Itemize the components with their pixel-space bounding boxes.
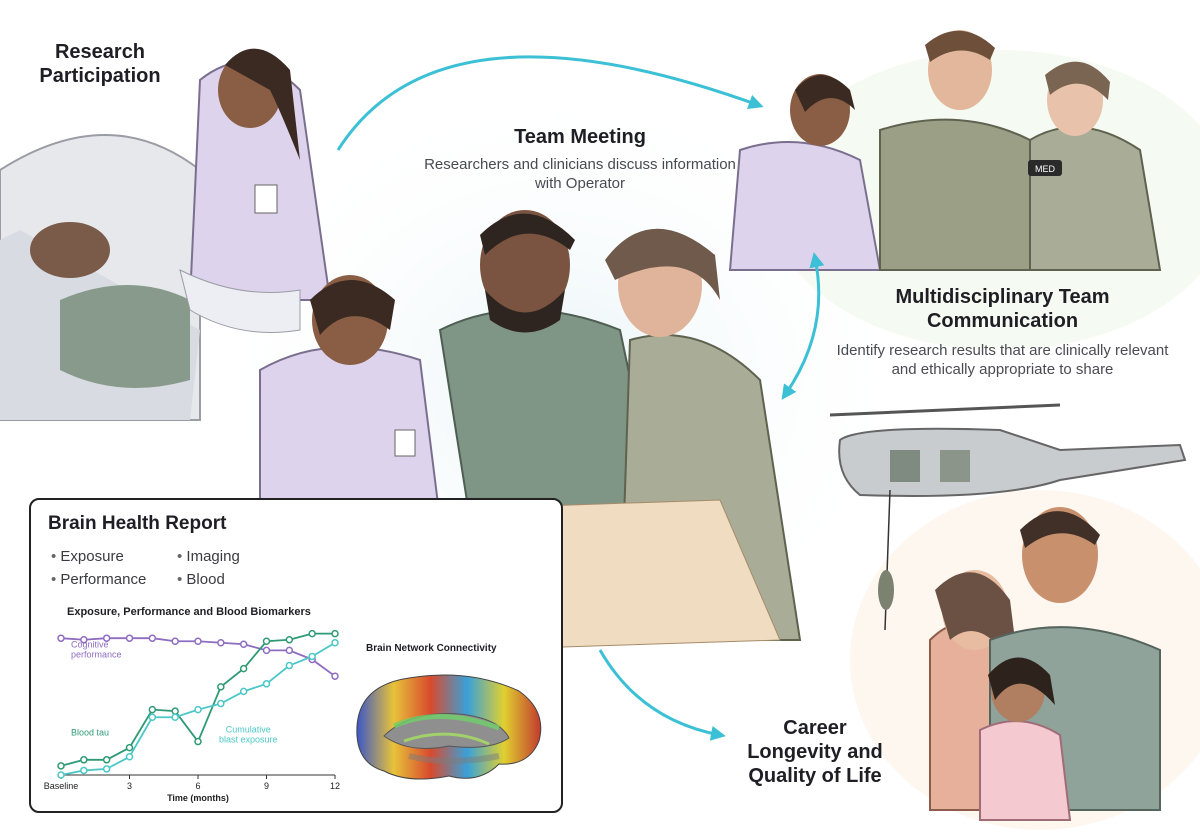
family-scene — [929, 507, 1161, 821]
data-point-blood-tau — [102, 756, 111, 764]
data-point-cumulative-blast-exposure — [239, 687, 248, 696]
career-longevity-title: Career Longevity and Quality of Life — [747, 717, 883, 787]
multidisciplinary-title: Multidisciplinary Team Communication — [895, 286, 1110, 332]
report-item: Blood — [177, 568, 240, 591]
report-item: Performance — [51, 568, 146, 591]
multidisciplinary-scene: MED — [728, 30, 1162, 271]
data-point-blood-tau — [239, 664, 248, 673]
data-point-cumulative-blast-exposure — [148, 713, 157, 721]
svg-text:MED: MED — [1035, 164, 1056, 174]
data-point-blood-tau — [171, 707, 179, 715]
data-point-cognitive-performance — [285, 646, 294, 655]
x-tick-label: 6 — [195, 781, 200, 791]
series-label-blood-tau: Blood tau — [71, 727, 109, 737]
data-point-blood-tau — [285, 635, 294, 644]
data-point-blood-tau — [262, 637, 271, 645]
report-items-left: Exposure Performance — [51, 545, 146, 591]
brain-health-report-card: Brain Health Report Exposure Performance… — [29, 498, 563, 813]
brain-connectivity-image — [356, 674, 542, 780]
data-point-cumulative-blast-exposure — [308, 652, 316, 661]
chart-title: Exposure, Performance and Blood Biomarke… — [67, 606, 311, 618]
network-title: Brain Network Connectivity — [366, 643, 497, 654]
data-point-cognitive-performance — [331, 672, 339, 680]
data-point-cumulative-blast-exposure — [125, 753, 134, 761]
data-point-cognitive-performance — [148, 634, 157, 642]
data-point-blood-tau — [308, 629, 316, 638]
research-scene — [0, 48, 332, 421]
report-item: Exposure — [51, 545, 146, 568]
data-point-cumulative-blast-exposure — [194, 705, 202, 714]
team-meeting-description: Researchers and clinicians discuss infor… — [424, 156, 736, 192]
research-participation-title: Research Participation — [39, 41, 161, 87]
data-point-cognitive-performance — [102, 634, 111, 642]
x-tick-label: 12 — [330, 781, 340, 791]
data-point-cognitive-performance — [80, 635, 88, 644]
data-point-cognitive-performance — [57, 634, 65, 642]
report-items-right: Imaging Blood — [177, 545, 240, 591]
data-point-cumulative-blast-exposure — [217, 699, 225, 708]
data-point-blood-tau — [57, 762, 65, 770]
data-point-cognitive-performance — [194, 637, 202, 645]
x-tick-label: Baseline — [44, 781, 79, 791]
multidisciplinary-description: Identify research results that are clini… — [836, 342, 1169, 378]
report-title: Brain Health Report — [48, 513, 227, 534]
data-point-cumulative-blast-exposure — [331, 639, 339, 647]
x-axis-label: Time (months) — [167, 793, 229, 803]
data-point-cognitive-performance — [125, 634, 134, 642]
data-point-blood-tau — [217, 683, 225, 691]
data-point-cognitive-performance — [239, 640, 248, 649]
data-point-cumulative-blast-exposure — [285, 661, 294, 670]
x-tick-label: 3 — [127, 781, 132, 791]
report-item: Imaging — [177, 545, 239, 568]
data-point-cognitive-performance — [171, 637, 179, 645]
multidisciplinary-block: Multidisciplinary Team Communication Ide… — [830, 285, 1175, 379]
team-meeting-block: Team Meeting Researchers and clinicians … — [420, 125, 740, 193]
data-point-cumulative-blast-exposure — [102, 765, 111, 773]
data-point-cognitive-performance — [262, 646, 271, 655]
data-point-cumulative-blast-exposure — [80, 766, 88, 775]
team-meeting-title: Team Meeting — [514, 126, 646, 148]
data-point-blood-tau — [80, 756, 88, 764]
data-point-cognitive-performance — [217, 639, 225, 647]
x-tick-label: 9 — [264, 781, 269, 791]
data-point-blood-tau — [194, 737, 202, 746]
data-point-cumulative-blast-exposure — [57, 771, 65, 779]
helicopter-scene — [829, 403, 1187, 631]
data-point-blood-tau — [331, 629, 339, 638]
data-point-blood-tau — [125, 743, 134, 752]
data-point-cumulative-blast-exposure — [262, 680, 271, 688]
data-point-cumulative-blast-exposure — [171, 713, 179, 721]
data-point-blood-tau — [148, 705, 157, 714]
